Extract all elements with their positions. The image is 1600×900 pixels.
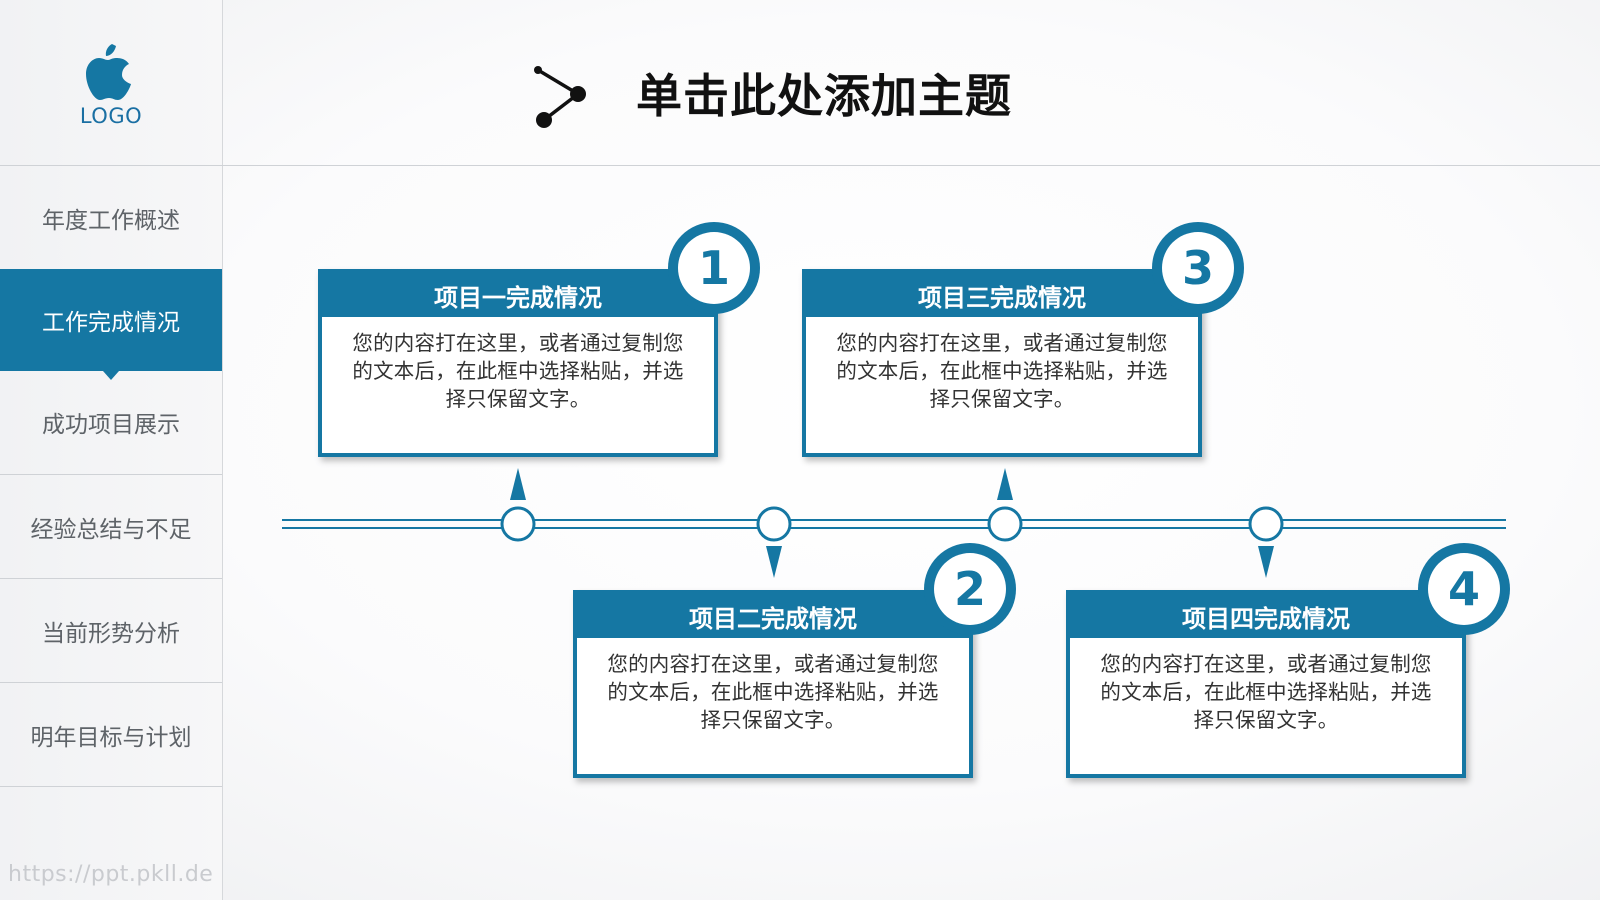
project-number-badge-1: 1 — [668, 222, 760, 314]
project-card-text-line: 择只保留文字。 — [700, 708, 846, 732]
timeline-node-4 — [1248, 506, 1284, 542]
sidebar-divider — [0, 682, 222, 683]
project-card-2: 项目二完成情况 您的内容打在这里，或者通过复制您 的文本后，在此框中选择粘贴，并… — [573, 590, 973, 778]
project-card-text-line: 择只保留文字。 — [445, 387, 591, 411]
sidebar-divider — [0, 165, 222, 166]
sidebar-item-experience-summary[interactable]: 经验总结与不足 — [0, 476, 222, 578]
project-card-title: 项目一完成情况 — [322, 273, 714, 317]
timeline-node-1 — [500, 506, 536, 542]
project-card-text-line: 择只保留文字。 — [1193, 708, 1339, 732]
sidebar-item-label: 成功项目展示 — [42, 412, 180, 438]
timeline-node-2 — [756, 506, 792, 542]
project-card-title: 项目四完成情况 — [1070, 594, 1462, 638]
page-title: 单击此处添加主题 — [636, 69, 1012, 123]
arrow-down-icon — [1258, 546, 1274, 578]
project-card-body: 您的内容打在这里，或者通过复制您 的文本后，在此框中选择粘贴，并选 择只保留文字… — [332, 329, 704, 413]
sidebar-divider — [0, 578, 222, 579]
project-card-text-line: 的文本后，在此框中选择粘贴，并选 — [352, 359, 684, 383]
project-card-title: 项目二完成情况 — [577, 594, 969, 638]
project-card-text-line: 的文本后，在此框中选择粘贴，并选 — [1100, 680, 1432, 704]
project-number: 2 — [934, 553, 1006, 625]
project-card-title: 项目三完成情况 — [806, 273, 1198, 317]
sidebar-item-label: 当前形势分析 — [42, 621, 180, 647]
logo: LOGO — [0, 0, 222, 166]
sidebar-divider — [0, 786, 222, 787]
apple-logo-icon — [86, 44, 131, 100]
project-number: 4 — [1428, 553, 1500, 625]
project-card-1: 项目一完成情况 您的内容打在这里，或者通过复制您 的文本后，在此框中选择粘贴，并… — [318, 269, 718, 457]
sidebar-item-successful-projects[interactable]: 成功项目展示 — [0, 371, 222, 473]
project-card-body: 您的内容打在这里，或者通过复制您 的文本后，在此框中选择粘贴，并选 择只保留文字… — [587, 650, 959, 734]
timeline-node-3 — [987, 506, 1023, 542]
project-number-badge-3: 3 — [1152, 222, 1244, 314]
project-number: 1 — [678, 232, 750, 304]
project-card-body: 您的内容打在这里，或者通过复制您 的文本后，在此框中选择粘贴，并选 择只保留文字… — [816, 329, 1188, 413]
arrow-up-icon — [997, 468, 1013, 500]
sidebar-item-next-year-goals[interactable]: 明年目标与计划 — [0, 684, 222, 786]
sidebar: LOGO 年度工作概述 工作完成情况 成功项目展示 经验总结与不足 当前形势分析… — [0, 0, 223, 900]
arrow-up-icon — [510, 468, 526, 500]
project-card-3: 项目三完成情况 您的内容打在这里，或者通过复制您 的文本后，在此框中选择粘贴，并… — [802, 269, 1202, 457]
project-card-text-line: 择只保留文字。 — [929, 387, 1075, 411]
project-card-text-line: 您的内容打在这里，或者通过复制您 — [1100, 652, 1432, 676]
project-card-text-line: 的文本后，在此框中选择粘贴，并选 — [607, 680, 939, 704]
header-divider — [222, 165, 1600, 166]
project-card-text-line: 您的内容打在这里，或者通过复制您 — [607, 652, 939, 676]
sidebar-item-label: 工作完成情况 — [42, 310, 180, 336]
sidebar-item-annual-overview[interactable]: 年度工作概述 — [0, 167, 222, 269]
project-card-4: 项目四完成情况 您的内容打在这里，或者通过复制您 的文本后，在此框中选择粘贴，并… — [1066, 590, 1466, 778]
share-network-icon — [534, 66, 586, 128]
sidebar-item-current-situation[interactable]: 当前形势分析 — [0, 580, 222, 682]
project-card-text-line: 您的内容打在这里，或者通过复制您 — [836, 331, 1168, 355]
logo-text: LOGO — [79, 104, 143, 128]
project-card-body: 您的内容打在这里，或者通过复制您 的文本后，在此框中选择粘贴，并选 择只保留文字… — [1080, 650, 1452, 734]
sidebar-item-work-completion[interactable]: 工作完成情况 — [0, 269, 222, 380]
project-card-text-line: 的文本后，在此框中选择粘贴，并选 — [836, 359, 1168, 383]
sidebar-item-label: 年度工作概述 — [42, 208, 180, 234]
project-number: 3 — [1162, 232, 1234, 304]
project-number-badge-2: 2 — [924, 543, 1016, 635]
sidebar-divider — [0, 474, 222, 475]
arrow-down-icon — [766, 546, 782, 578]
watermark-text: https://ppt.pkll.de — [8, 862, 214, 887]
sidebar-item-label: 经验总结与不足 — [30, 517, 192, 543]
sidebar-item-label: 明年目标与计划 — [30, 725, 192, 751]
project-card-text-line: 您的内容打在这里，或者通过复制您 — [352, 331, 684, 355]
project-number-badge-4: 4 — [1418, 543, 1510, 635]
